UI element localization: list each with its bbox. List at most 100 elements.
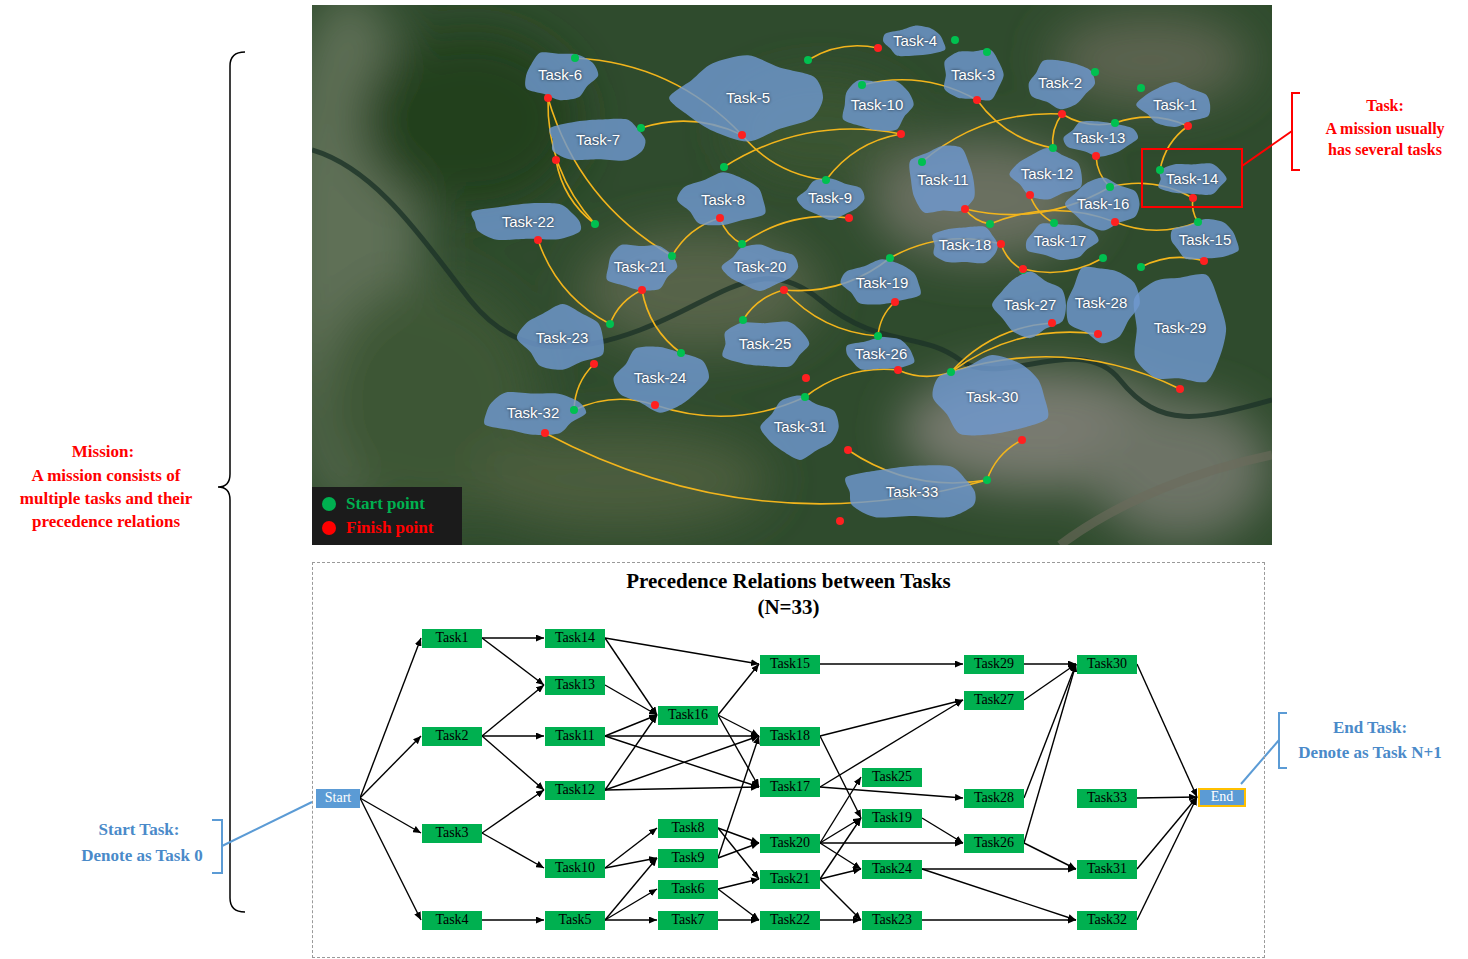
river (1060, 455, 1272, 545)
finish-point (997, 240, 1005, 248)
finish-point (1058, 110, 1066, 118)
task-box: Task12 (545, 781, 605, 800)
route-line (1160, 126, 1188, 170)
task-box: Task6 (658, 880, 718, 899)
region-shape (677, 172, 765, 225)
legend-box: Start pointFinish point (312, 487, 462, 545)
annotation-bracket (1292, 93, 1300, 170)
precedence-arrow (820, 663, 963, 664)
region-label: Task-11 (917, 172, 968, 189)
precedence-arrow (605, 787, 759, 790)
region-shape (516, 304, 603, 370)
precedence-arrow (1024, 843, 1076, 869)
region-shape (943, 50, 1003, 101)
task-label: Task17 (770, 780, 810, 794)
precedence-arrow (1024, 663, 1076, 664)
finish-point (1026, 191, 1034, 199)
route-line (642, 290, 681, 353)
task-region: Task-24 (610, 342, 710, 414)
task-box: Task24 (862, 860, 922, 879)
annotation-heading: Mission: (3, 441, 203, 464)
region-shape (1025, 223, 1098, 260)
region-shape (932, 226, 998, 263)
region-label: Task-33 (886, 484, 939, 501)
task-box: Task7 (658, 911, 718, 930)
route-line (1192, 198, 1198, 222)
region-shape (1028, 59, 1094, 108)
start-point (1137, 263, 1145, 271)
region-label: Task-7 (576, 132, 620, 149)
region-shape (1063, 121, 1138, 157)
region-shape (722, 322, 809, 368)
start-point (1194, 218, 1202, 226)
region-label: Task-29 (1154, 320, 1207, 337)
region-shape (845, 465, 976, 517)
start-point (874, 332, 882, 340)
precedence-arrow (718, 879, 759, 889)
task-region: Task-17 (1021, 220, 1100, 262)
start-point (677, 349, 685, 357)
task-label: Task16 (668, 708, 708, 722)
start-point (738, 240, 746, 248)
task-region: Task-9 (795, 176, 866, 221)
start-point (1137, 84, 1145, 92)
region-shape (1136, 82, 1210, 127)
task-box: Task8 (658, 819, 718, 838)
precedence-arrow (820, 818, 861, 843)
precedence-arrow (605, 858, 657, 920)
region-label: Task-17 (1034, 233, 1087, 250)
legend-label: Finish point (346, 518, 433, 538)
finish-point (836, 517, 844, 525)
finish-point (891, 298, 899, 306)
region-label: Task-13 (1073, 130, 1126, 147)
start-point (886, 254, 894, 262)
start-point (571, 54, 579, 62)
task-label: Task18 (770, 729, 810, 743)
start-point (1091, 68, 1099, 76)
route-line (610, 290, 642, 324)
task-box: Task28 (964, 789, 1024, 808)
precedence-panel: Precedence Relations between Tasks (N=33… (312, 562, 1265, 958)
annotation-bracket (1279, 713, 1287, 768)
region-shape (722, 244, 799, 291)
precedence-arrow (718, 664, 759, 715)
task-box: Task10 (545, 859, 605, 878)
region-label: Task-31 (774, 419, 827, 436)
precedence-arrow (820, 919, 861, 920)
annotation-text: A mission usually has several tasks (1315, 119, 1455, 161)
finish-point (1018, 436, 1026, 444)
task-label: Task28 (974, 791, 1014, 805)
task-box: Task22 (760, 911, 820, 930)
region-shape (932, 355, 1048, 435)
annotation-text: Denote as Task N+1 (1285, 742, 1455, 764)
precedence-arrow (718, 919, 759, 920)
region-shape (883, 25, 945, 56)
finish-point (844, 446, 852, 454)
start-point (668, 252, 676, 260)
task-region: Task-4 (879, 24, 951, 59)
task-region: Task-7 (541, 115, 656, 165)
task-label: Task15 (770, 657, 810, 671)
region-label: Task-30 (966, 389, 1019, 406)
start-point (947, 368, 955, 376)
region-label: Task-21 (614, 259, 667, 276)
region-shape (841, 259, 921, 304)
route-line (1001, 244, 1023, 270)
route-lines (538, 46, 1204, 504)
start-point (1050, 219, 1058, 227)
region-label: Task-19 (856, 275, 909, 292)
precedence-arrow (820, 843, 861, 869)
precedence-arrow (1137, 797, 1197, 798)
task-region: Task-5 (668, 53, 828, 143)
precedence-arrow (605, 919, 657, 920)
region-label: Task-14 (1166, 171, 1219, 188)
highlight-box (1142, 149, 1242, 207)
precedence-arrow (820, 842, 963, 843)
region-shape (549, 119, 645, 161)
region-label: Task-16 (1077, 196, 1130, 213)
panel-title: Precedence Relations between Tasks (N=33… (609, 569, 969, 620)
task-box: Task29 (964, 655, 1024, 674)
start-point (858, 81, 866, 89)
task-label: Task33 (1087, 791, 1127, 805)
task-region: Task-29 (1125, 266, 1235, 391)
